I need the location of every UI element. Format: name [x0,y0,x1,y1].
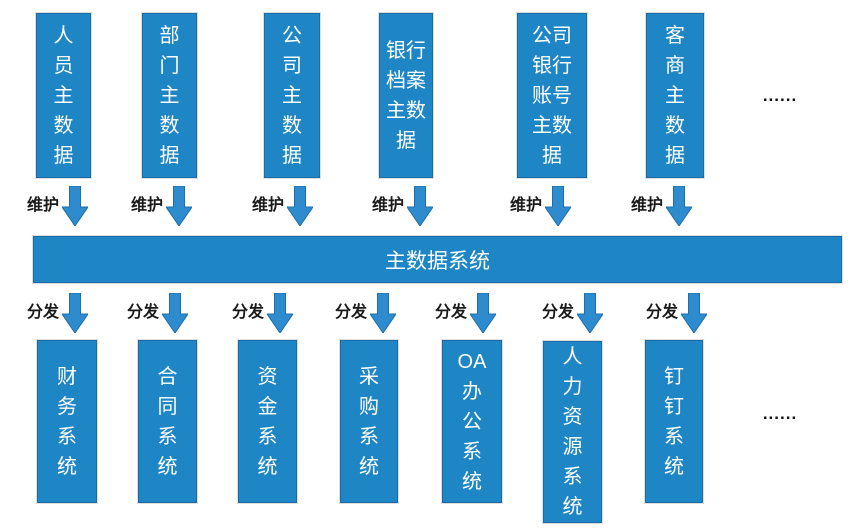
distribute-arrow-icon [370,292,396,333]
box-contract-system: 合 同 系 统 [138,340,197,503]
distribute-label: 分发 [126,303,159,321]
distribute-arrow-icon [577,292,603,333]
maintain-arrow-group: 维护 [118,184,192,227]
distribute-label: 分发 [434,303,467,321]
box-funds-system: 资 金 系 统 [238,340,297,503]
maintain-arrow-icon [545,185,571,226]
distribute-arrow-group: 分发 [322,291,396,334]
distribute-label: 分发 [334,303,367,321]
distribute-label: 分发 [541,303,574,321]
box-bank-archive-master-data: 银行 档案 主数 据 [379,13,433,178]
distribute-label: 分发 [26,303,59,321]
top-ellipsis: ...... [762,86,798,105]
box-company-bank-account-master-data: 公司 银行 账号 主数 据 [517,13,587,178]
bottom-ellipsis: ...... [762,404,798,423]
maintain-label: 维护 [26,196,59,214]
maintain-label: 维护 [130,196,163,214]
maintain-label: 维护 [509,196,542,214]
maintain-arrow-icon [666,185,692,226]
master-data-system-label: 主数据系统 [385,249,490,273]
box-procurement-system: 采 购 系 统 [340,340,398,503]
box-company-master-data: 公 司 主 数 据 [264,13,320,178]
distribute-arrow-icon [162,292,188,333]
distribute-arrow-group: 分发 [633,291,707,334]
maintain-arrow-icon [287,185,313,226]
maintain-arrow-group: 维护 [239,184,313,227]
distribute-arrow-group: 分发 [114,291,188,334]
maintain-arrow-icon [407,185,433,226]
distribute-arrow-group: 分发 [219,291,293,334]
master-data-system-bar: 主数据系统 [33,236,842,283]
box-customer-vendor-master-data: 客 商 主 数 据 [646,13,704,178]
maintain-arrow-icon [166,185,192,226]
maintain-arrow-icon [62,185,88,226]
distribute-arrow-group: 分发 [529,291,603,334]
distribute-arrow-icon [267,292,293,333]
box-oa-office-system: OA 办 公 系 统 [442,340,502,503]
maintain-arrow-group: 维护 [14,184,88,227]
box-personnel-master-data: 人 员 主 数 据 [36,13,91,178]
distribute-arrow-group: 分发 [422,291,496,334]
maintain-label: 维护 [630,196,663,214]
maintain-arrow-group: 维护 [618,184,692,227]
maintain-label: 维护 [371,196,404,214]
box-finance-system: 财 务 系 统 [37,340,97,503]
maintain-arrow-group: 维护 [497,184,571,227]
distribute-arrow-icon [470,292,496,333]
maintain-label: 维护 [251,196,284,214]
distribute-label: 分发 [645,303,678,321]
box-department-master-data: 部 门 主 数 据 [142,13,197,178]
distribute-arrow-group: 分发 [14,291,88,334]
box-dingtalk-system: 钉 钉 系 统 [645,340,703,503]
distribute-arrow-icon [681,292,707,333]
maintain-arrow-group: 维护 [359,184,433,227]
box-hr-system: 人 力 资 源 系 统 [543,341,602,523]
distribute-label: 分发 [231,303,264,321]
distribute-arrow-icon [62,292,88,333]
